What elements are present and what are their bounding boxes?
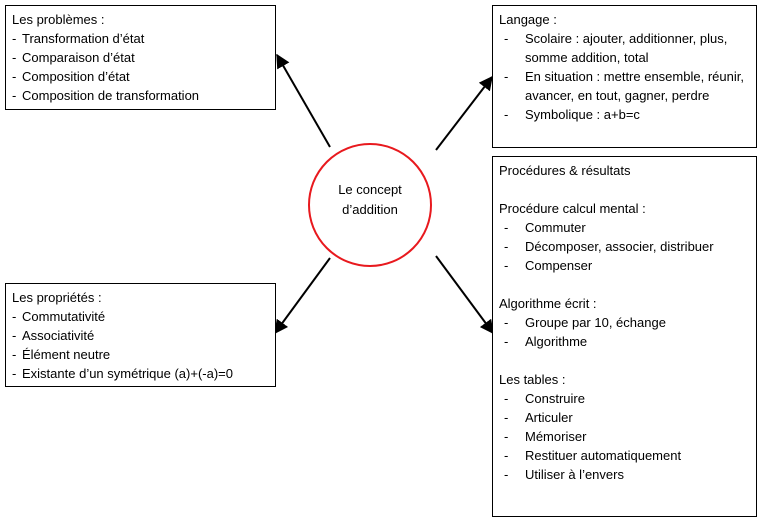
- center-label-line-2: d’addition: [342, 202, 398, 217]
- arrow-to-proprietes: [274, 257, 331, 335]
- list-item: Restituer automatiquement: [499, 446, 750, 465]
- mental-title: Procédure calcul mental :: [499, 201, 646, 216]
- list-item: Existante d’un symétrique (a)+(-a)=0: [12, 364, 269, 383]
- proprietes-list: Commutativité Associativité Élément neut…: [12, 307, 269, 383]
- list-item: Transformation d’état: [12, 29, 269, 48]
- center-circle: [308, 143, 432, 267]
- list-item: Décomposer, associer, distribuer: [499, 237, 750, 256]
- ecrit-list: Groupe par 10, échange Algorithme: [499, 313, 750, 351]
- list-item: Construire: [499, 389, 750, 408]
- list-item: En situation : mettre ensemble, réunir, …: [499, 67, 750, 105]
- arrow-to-langage: [435, 75, 493, 151]
- langage-title: Langage :: [499, 12, 557, 27]
- center-label-line-1: Le concept: [338, 182, 402, 197]
- list-item: Composition d’état: [12, 67, 269, 86]
- tables-list: Construire Articuler Mémoriser Restituer…: [499, 389, 750, 484]
- procedures-title: Procédures & résultats: [499, 163, 631, 178]
- proprietes-title: Les propriétés :: [12, 290, 102, 305]
- list-item: Symbolique : a+b=c: [499, 105, 750, 124]
- ecrit-title: Algorithme écrit :: [499, 296, 597, 311]
- center-label: Le concept d’addition: [307, 180, 433, 220]
- list-item: Commuter: [499, 218, 750, 237]
- procedures-box: Procédures & résultats Procédure calcul …: [492, 156, 757, 517]
- list-item: Groupe par 10, échange: [499, 313, 750, 332]
- list-item: Commutativité: [12, 307, 269, 326]
- problems-title: Les problèmes :: [12, 12, 105, 27]
- langage-list: Scolaire : ajouter, additionner, plus, s…: [499, 29, 750, 124]
- mental-list: Commuter Décomposer, associer, distribue…: [499, 218, 750, 275]
- list-item: Articuler: [499, 408, 750, 427]
- list-item: Associativité: [12, 326, 269, 345]
- list-item: Compenser: [499, 256, 750, 275]
- list-item: Algorithme: [499, 332, 750, 351]
- list-item: Scolaire : ajouter, additionner, plus, s…: [499, 29, 750, 67]
- list-item: Mémoriser: [499, 427, 750, 446]
- list-item: Élément neutre: [12, 345, 269, 364]
- problems-box: Les problèmes : Transformation d’état Co…: [5, 5, 276, 110]
- list-item: Comparaison d’état: [12, 48, 269, 67]
- arrow-to-problems: [276, 53, 331, 148]
- tables-title: Les tables :: [499, 372, 566, 387]
- list-item: Utiliser à l’envers: [499, 465, 750, 484]
- arrow-to-procedures: [435, 255, 494, 335]
- problems-list: Transformation d’état Comparaison d’état…: [12, 29, 269, 105]
- langage-box: Langage : Scolaire : ajouter, additionne…: [492, 5, 757, 148]
- proprietes-box: Les propriétés : Commutativité Associati…: [5, 283, 276, 387]
- list-item: Composition de transformation: [12, 86, 269, 105]
